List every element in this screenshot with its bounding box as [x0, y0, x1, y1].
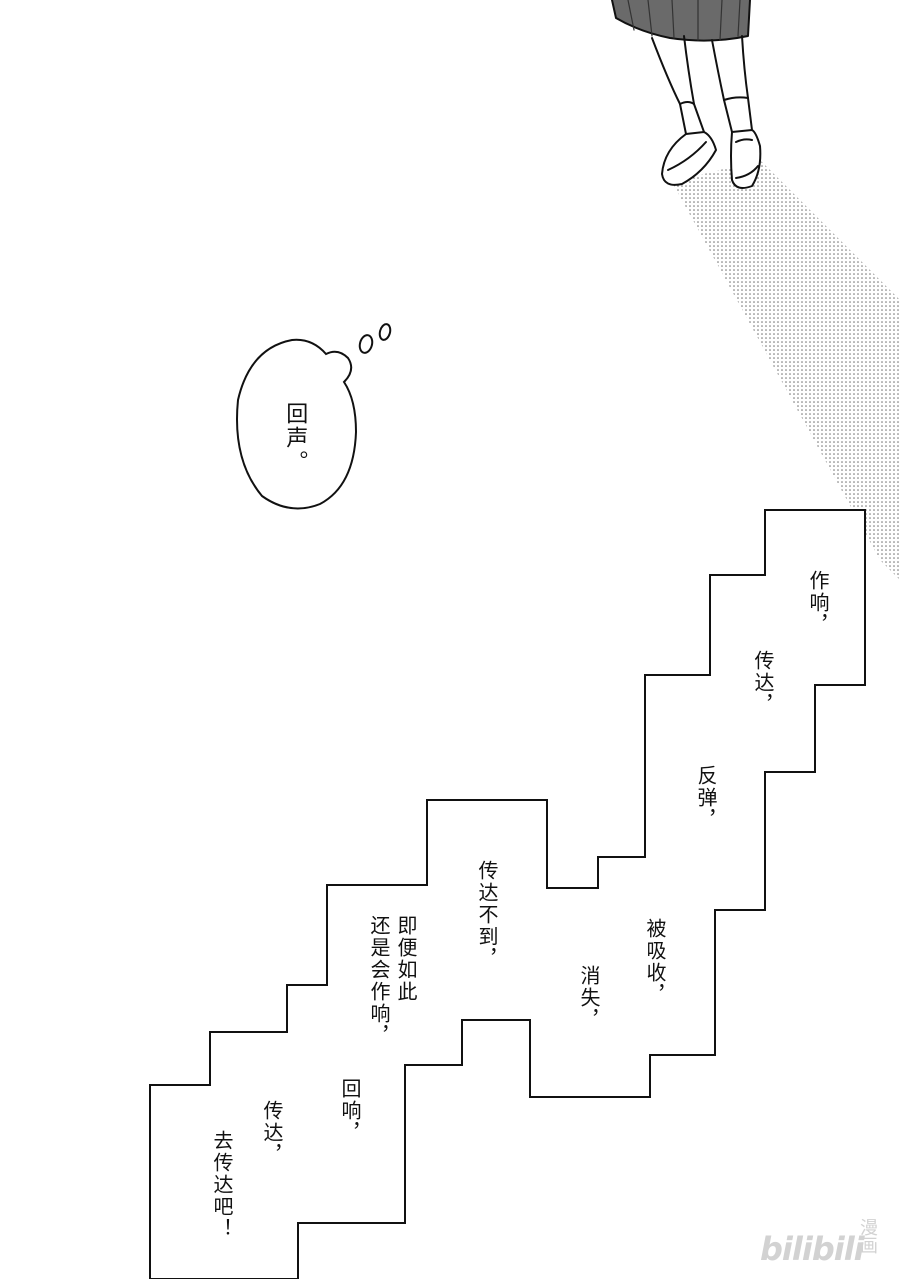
character-figure — [611, 0, 762, 189]
watermark-brand: bilibili — [760, 1230, 865, 1268]
watermark-cn: 漫画 — [857, 1218, 878, 1254]
shadow-screentone — [672, 160, 900, 580]
narration-col-10: 传达， — [260, 1100, 284, 1166]
narration-col-11: 去传达吧！ — [210, 1130, 234, 1240]
bubble-text: 回声。 — [282, 402, 308, 474]
staircase-box — [149, 509, 866, 1279]
narration-col-3: 反弹， — [694, 765, 718, 831]
narration-col-1: 作响， — [806, 570, 830, 636]
narration-col-4: 被吸收， — [643, 918, 667, 1006]
narration-col-2: 传达， — [751, 650, 775, 716]
narration-col-8: 还是会作响， — [367, 915, 391, 1047]
thought-bubble — [236, 323, 392, 510]
bilibili-manga-watermark: bilibili 漫画 — [760, 1216, 890, 1272]
narration-col-5: 消失， — [577, 965, 601, 1031]
narration-col-6: 传达不到， — [475, 860, 499, 970]
narration-col-9: 回响， — [338, 1078, 362, 1144]
narration-col-7: 即便如此 — [394, 915, 418, 1003]
